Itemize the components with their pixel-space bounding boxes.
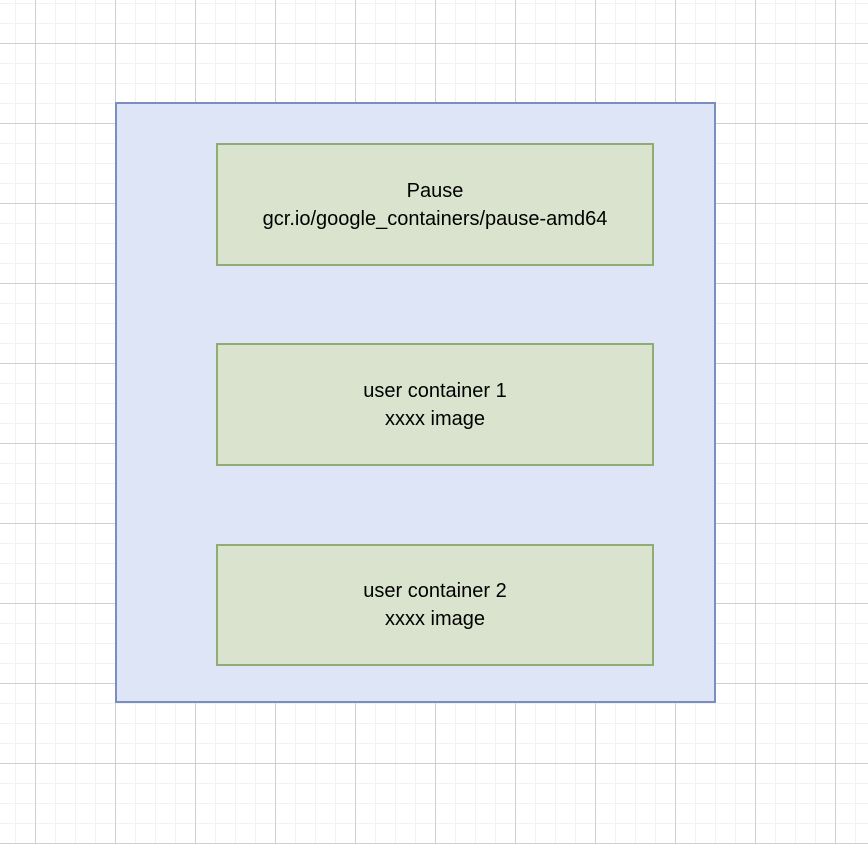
container-label-line: Pause	[406, 179, 464, 202]
pod-boundary-box[interactable]: Pause gcr.io/google_containers/pause-amd…	[115, 102, 716, 703]
container-label-pause: Pause gcr.io/google_containers/pause-amd…	[263, 177, 608, 233]
container-box-user-container-1[interactable]: user container 1 xxxx image	[216, 343, 654, 466]
container-label-user-container-1: user container 1 xxxx image	[363, 377, 506, 433]
container-label-line: xxxx image	[384, 407, 485, 430]
container-box-user-container-2[interactable]: user container 2 xxxx image	[216, 544, 654, 666]
container-label-line: xxxx image	[384, 608, 485, 630]
container-label-user-container-2: user container 2 xxxx image	[363, 577, 506, 633]
container-box-pause[interactable]: Pause gcr.io/google_containers/pause-amd…	[216, 143, 654, 266]
container-label-line: user container 1	[363, 379, 507, 402]
container-label-line: user container 2	[363, 580, 507, 602]
container-label-line: gcr.io/google_containers/pause-amd64	[262, 207, 608, 230]
